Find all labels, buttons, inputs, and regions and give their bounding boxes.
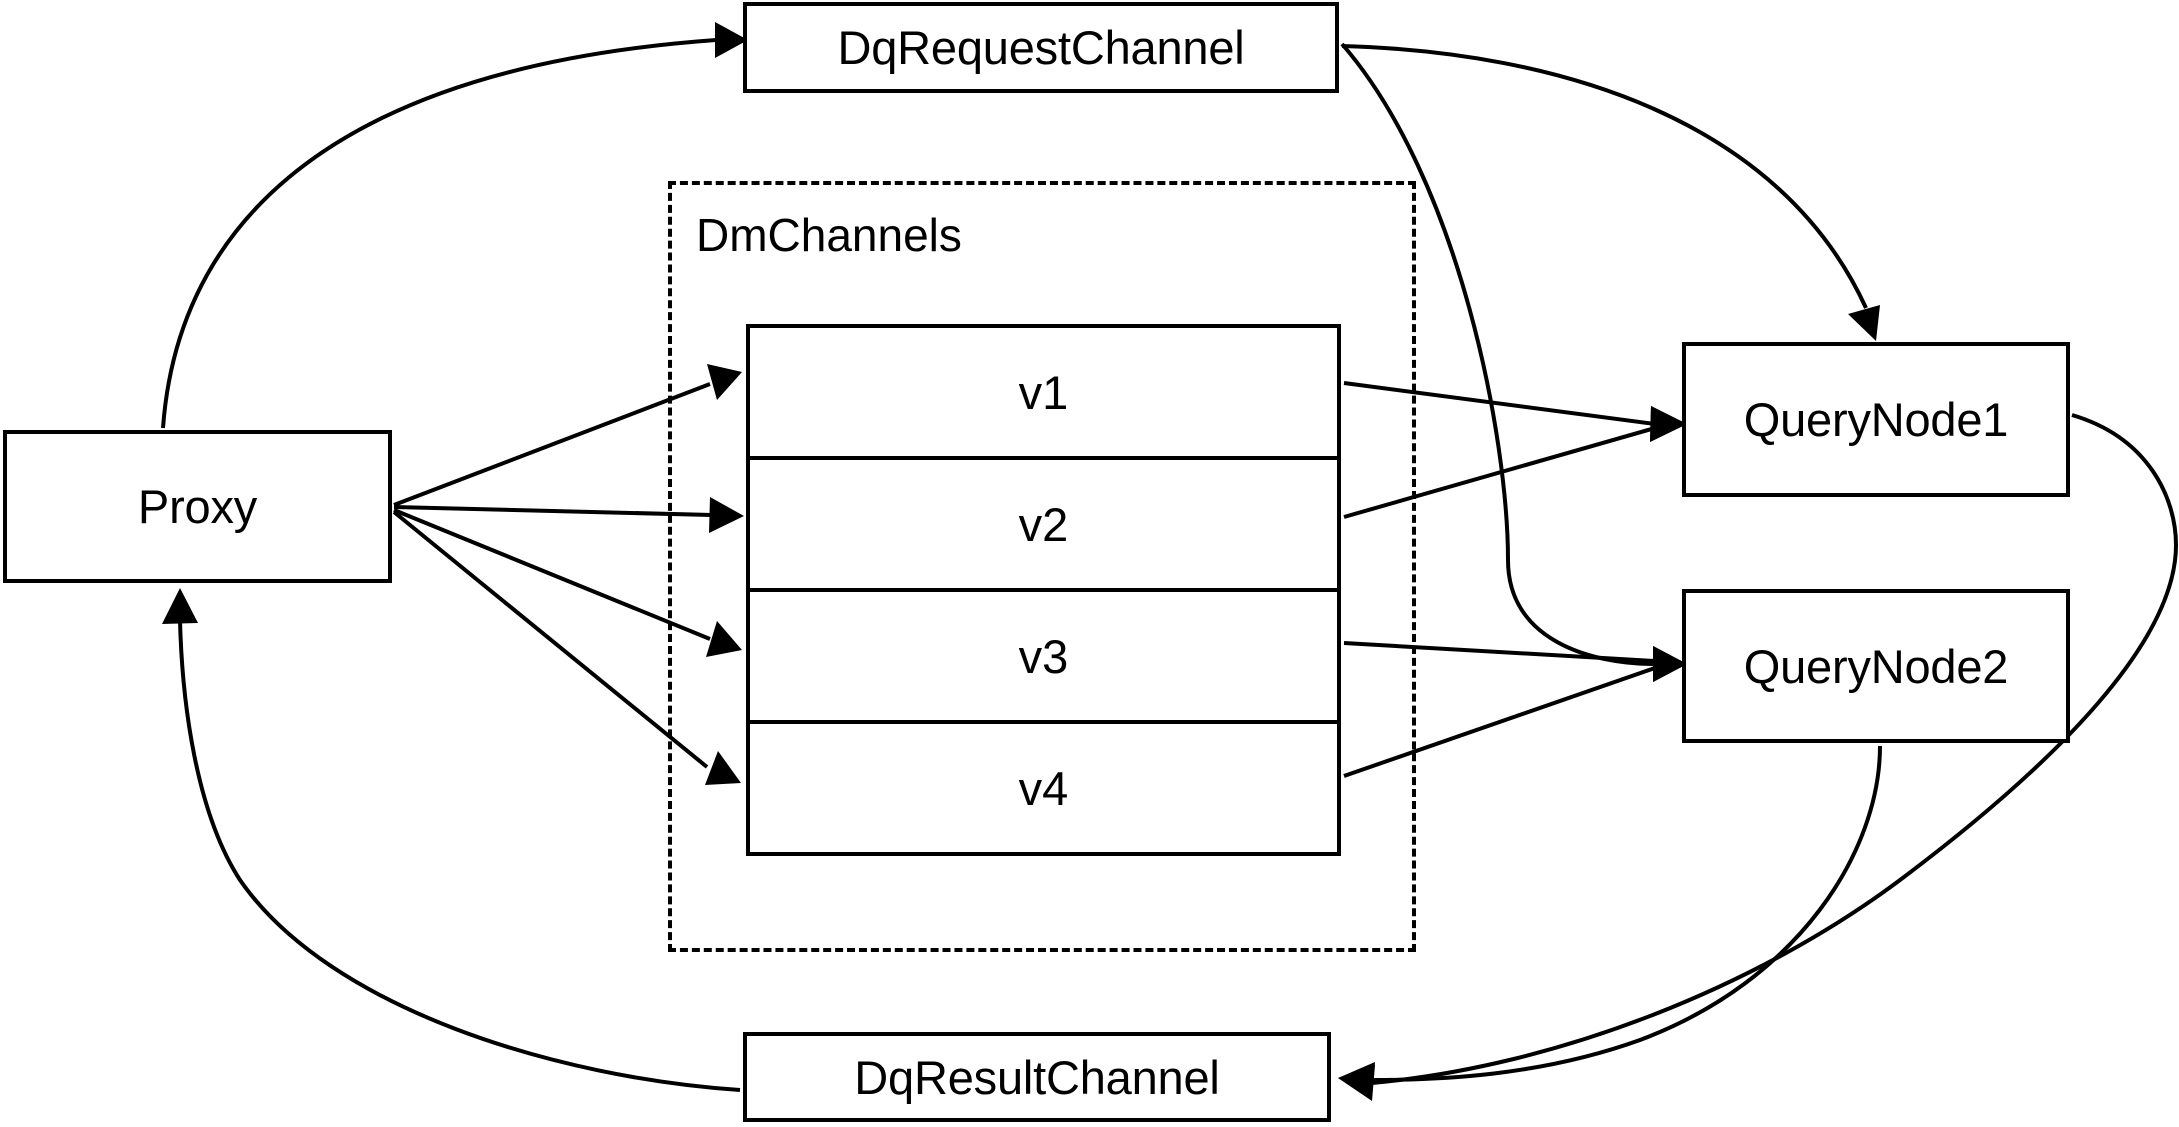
node-dq-request-channel-label: DqRequestChannel [837, 21, 1245, 74]
node-query-node-2[interactable]: QueryNode2 [1682, 589, 2070, 743]
table-row[interactable]: v2 [750, 460, 1337, 592]
edge-v2-to-querynode1 [1343, 406, 1687, 519]
edge-querynode2-to-dqresultchannel [1338, 745, 1882, 1098]
edge-dqrequestchannel-to-querynode1 [1341, 44, 1880, 341]
node-proxy[interactable]: Proxy [3, 430, 392, 583]
edge-dqresultchannel-to-proxy [162, 588, 741, 1092]
table-row[interactable]: v4 [750, 724, 1337, 852]
dmchannels-group-label: DmChannels [696, 209, 962, 261]
dmchannels-table: v1 v2 v3 v4 [746, 324, 1341, 856]
node-dq-result-channel-label: DqResultChannel [854, 1050, 1220, 1104]
node-dq-request-channel[interactable]: DqRequestChannel [743, 2, 1339, 93]
node-query-node-1[interactable]: QueryNode1 [1682, 342, 2070, 497]
edge-proxy-to-dqrequestchannel [161, 22, 748, 429]
edge-proxy-to-v4 [392, 510, 741, 785]
edge-proxy-to-v3 [393, 508, 742, 657]
edge-querynode1-to-dqresultchannel [1338, 413, 2179, 1101]
table-row-label: v2 [1018, 497, 1069, 551]
node-query-node-2-label: QueryNode2 [1743, 639, 2009, 693]
table-row[interactable]: v3 [750, 592, 1337, 724]
table-row-label: v3 [1018, 629, 1069, 683]
node-query-node-1-label: QueryNode1 [1743, 393, 2009, 446]
node-dq-result-channel[interactable]: DqResultChannel [743, 1032, 1331, 1122]
node-proxy-label: Proxy [137, 480, 258, 533]
table-row[interactable]: v1 [750, 328, 1337, 460]
table-row-label: v4 [1018, 761, 1069, 815]
edge-proxy-to-v2 [393, 497, 744, 533]
edge-v4-to-querynode2 [1343, 646, 1687, 778]
dmchannels-group-box [668, 181, 1416, 952]
table-row-label: v1 [1018, 365, 1069, 419]
edge-proxy-to-v1 [393, 364, 742, 507]
